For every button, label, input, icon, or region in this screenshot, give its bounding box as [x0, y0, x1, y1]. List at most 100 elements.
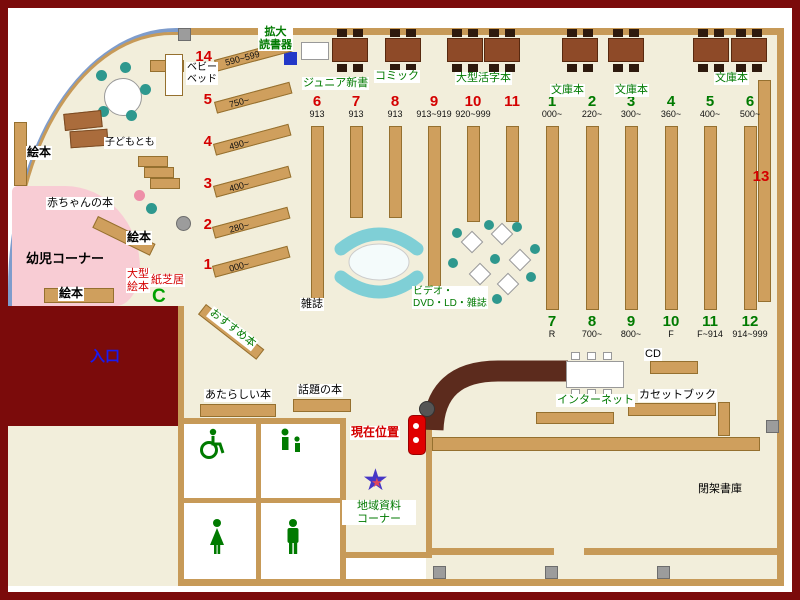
chair: [530, 244, 540, 254]
closed-stacks-label: 閉架書庫: [698, 483, 742, 495]
bunko-label-1: 文庫本: [550, 84, 585, 97]
stack-range: R: [548, 329, 556, 339]
av-corner-label: ビデオ・ DVD・LD・雑誌: [412, 286, 488, 309]
pillar: [766, 420, 779, 433]
stack-number: 9: [429, 93, 439, 110]
man-icon: [287, 519, 299, 554]
bookshelf-13: [758, 80, 771, 302]
stack-range: 700~: [581, 329, 603, 339]
bookshelf: [665, 126, 678, 310]
star-icon: ★★: [362, 464, 389, 497]
woman-icon: [210, 519, 224, 554]
bunko-label-2: 文庫本: [614, 84, 649, 97]
cd-label: CD: [644, 348, 662, 361]
chair: [505, 29, 515, 37]
wall-bottom: [178, 579, 784, 586]
chair: [484, 220, 494, 230]
wall-entry-side: [178, 306, 184, 426]
stack-number: 10: [464, 93, 482, 110]
topic-books-label: 話題の本: [297, 384, 343, 397]
stack-range: 300~: [620, 109, 642, 119]
cassette-shelf: [628, 403, 716, 416]
chair: [583, 64, 593, 72]
wall-restroom-left: [178, 426, 184, 586]
comics-label: コミック: [374, 70, 420, 83]
chair: [613, 64, 623, 72]
chair: [390, 64, 400, 72]
chair: [126, 110, 137, 121]
pillar: [657, 566, 670, 579]
stack-range: 220~: [581, 109, 603, 119]
new-books-label: あたらしい本: [204, 389, 272, 402]
picture-books-label-2: 絵本: [126, 230, 153, 245]
corridor: [346, 558, 426, 579]
chair: [468, 29, 478, 37]
wall-restroom-top: [182, 418, 346, 424]
diag-number: 1: [203, 256, 212, 273]
stack-number: 5: [705, 93, 715, 110]
magazines-label: 雑誌: [300, 298, 324, 311]
stack-number: 7: [351, 93, 361, 110]
pillar: [545, 566, 558, 579]
stack-number: 2: [587, 93, 597, 110]
chair: [452, 228, 462, 238]
bookshelf: [546, 126, 559, 310]
stack-range: 913: [387, 109, 403, 119]
chair: [603, 352, 612, 360]
diag-number: 14: [195, 48, 212, 65]
chair: [448, 258, 458, 268]
chair: [526, 272, 536, 282]
bookshelf: [586, 126, 599, 310]
long-shelf: [432, 437, 760, 451]
stack-range: 400~: [699, 109, 721, 119]
pillar-round: [176, 216, 191, 231]
stack-number: 8: [390, 93, 400, 110]
chair: [698, 29, 708, 37]
cassette-books-label: カセットブック: [638, 389, 717, 402]
stack-number: 8: [587, 313, 597, 330]
chair: [337, 29, 347, 37]
pillar: [178, 28, 191, 41]
stool: [134, 190, 145, 201]
stack-number: 3: [626, 93, 636, 110]
stack-number: 11: [504, 93, 520, 110]
bunko-label-3: 文庫本: [714, 72, 749, 85]
large-print-label: 大型活字本: [455, 72, 512, 85]
pillar-round: [419, 401, 435, 417]
bookshelf: [625, 126, 638, 310]
baby-bed: [165, 54, 183, 96]
bookshelf: [428, 126, 441, 302]
stack-range: F: [668, 329, 674, 339]
stack-number: 6: [312, 93, 322, 110]
chair: [698, 64, 708, 72]
kodomotomo-label: 子どもとも: [104, 137, 156, 149]
bookshelf: [467, 126, 480, 222]
chair: [714, 29, 724, 37]
kids-mat: [69, 128, 109, 149]
wall-localroom-bottom: [346, 552, 432, 558]
bookshelf: [704, 126, 717, 310]
chair: [120, 62, 131, 73]
chair: [353, 64, 363, 72]
topic-books-shelf: [293, 399, 351, 412]
chair: [468, 64, 478, 72]
stack-range: 920~999: [455, 109, 491, 119]
local-corner-label: 地域資料 コーナー: [342, 500, 416, 526]
table: [468, 262, 492, 286]
stack-number: 12: [741, 313, 759, 330]
kids-steps: [150, 178, 180, 189]
chair: [140, 84, 151, 95]
toddler-corner-label: 幼児コーナー: [26, 251, 105, 266]
diag-number: 5: [203, 91, 212, 108]
chair: [567, 64, 577, 72]
chair: [492, 294, 502, 304]
